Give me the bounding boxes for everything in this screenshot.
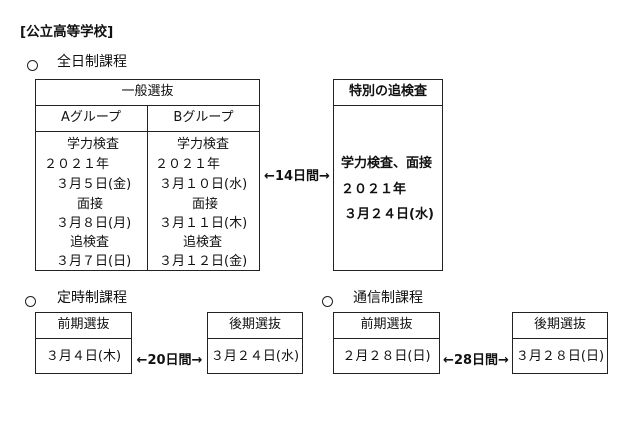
divider	[333, 338, 440, 339]
zennichi-title: 全日制課程	[57, 54, 127, 70]
group-a-makeup-date: ３月７日(日)	[56, 254, 132, 269]
teiji-second-date: ３月２４日(水)	[210, 349, 300, 364]
group-a-exam-date: ３月５日(金)	[56, 177, 132, 192]
circle-bullet-icon	[25, 292, 36, 311]
teiji-second-header: 後期選抜	[228, 317, 281, 332]
group-b-makeup-label: 追検査	[183, 235, 223, 250]
tsushin-title: 通信制課程	[353, 290, 423, 306]
zennichi-interval-arrow: ←14日間→	[264, 169, 330, 184]
general-selection-header: 一般選抜	[121, 84, 174, 99]
tsushin-second-box	[512, 312, 608, 374]
teiji-first-box	[35, 312, 132, 374]
teiji-title: 定時制課程	[57, 290, 127, 306]
teiji-first-header: 前期選抜	[57, 317, 110, 332]
divider	[512, 338, 608, 339]
page-heading: [公立高等学校]	[20, 24, 114, 40]
special-makeup-box	[333, 79, 443, 271]
group-b-interview-date: ３月１１日(木)	[159, 216, 248, 231]
group-b-year: ２０２１年	[155, 157, 221, 172]
divider	[207, 338, 303, 339]
group-a-interview-label: 面接	[77, 197, 104, 212]
divider	[147, 105, 148, 271]
special-makeup-header: 特別の追検査	[348, 84, 427, 99]
special-makeup-year: ２０２１年	[341, 182, 407, 197]
teiji-interval-arrow: ←20日間→	[136, 353, 203, 368]
teiji-first-date: ３月４日(木)	[45, 349, 122, 364]
tsushin-second-date: ３月２８日(日)	[515, 349, 605, 364]
group-a-label: Aグループ	[60, 110, 122, 125]
tsushin-first-date: ２月２８日(日)	[342, 349, 431, 364]
circle-bullet-icon	[322, 292, 333, 311]
tsushin-first-box	[333, 312, 440, 374]
group-b-label: Bグループ	[173, 110, 234, 125]
circle-bullet-icon	[27, 56, 38, 75]
group-a-year: ２０２１年	[44, 157, 110, 172]
group-a-makeup-label: 追検査	[70, 235, 110, 250]
group-a-exam-label: 学力検査	[67, 137, 120, 152]
group-b-makeup-date: ３月１２日(金)	[159, 254, 248, 269]
group-b-exam-label: 学力検査	[177, 137, 230, 152]
special-makeup-type: 学力検査、面接	[341, 156, 433, 171]
group-b-interview-label: 面接	[192, 197, 219, 212]
tsushin-interval-arrow: ←28日間→	[443, 353, 509, 368]
tsushin-second-header: 後期選抜	[533, 317, 586, 332]
tsushin-first-header: 前期選抜	[360, 317, 413, 332]
teiji-second-box	[207, 312, 303, 374]
group-a-interview-date: ３月８日(月)	[56, 216, 132, 231]
special-makeup-date: ３月２４日(水)	[344, 207, 434, 222]
divider	[35, 338, 132, 339]
divider	[333, 105, 443, 106]
group-b-exam-date: ３月１０日(水)	[159, 177, 248, 192]
